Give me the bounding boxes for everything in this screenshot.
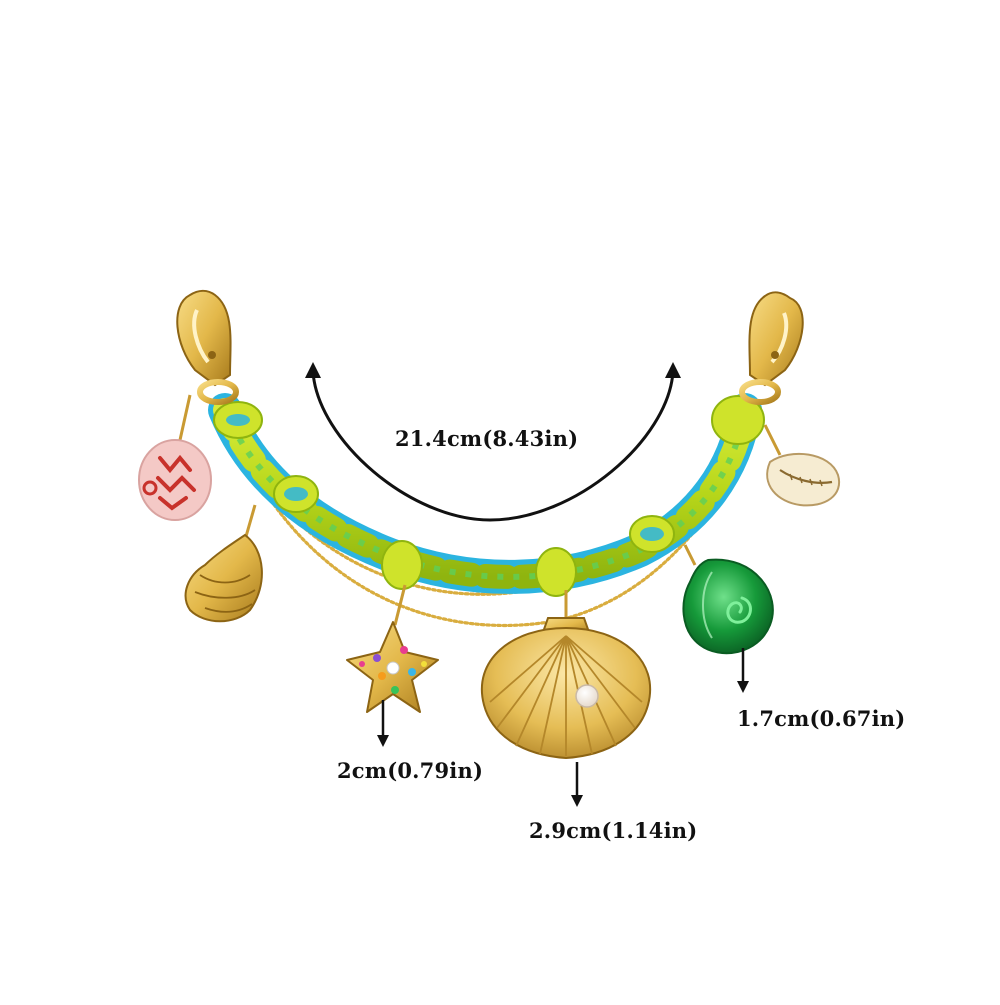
starfish-measurement-label: 2cm(0.79in) <box>337 758 484 783</box>
braided-rope <box>208 393 765 597</box>
pink-bead-charm <box>138 394 212 521</box>
left-clasp <box>176 289 239 405</box>
length-measurement-label: 21.4cm(8.43in) <box>395 426 579 451</box>
conch-shell-charm <box>184 504 263 623</box>
starfish-measure-arrow <box>377 700 389 747</box>
scallop-shell-charm <box>481 590 651 760</box>
starfish-charm <box>346 584 439 713</box>
pearl <box>575 684 599 708</box>
snail-shell-charm <box>682 544 774 655</box>
length-arc <box>305 362 681 522</box>
arc-arrowhead-left <box>305 362 321 378</box>
cowrie-shell-charm <box>763 424 841 507</box>
snail-measure-arrow <box>737 648 749 693</box>
arc-arrowhead-right <box>665 362 681 378</box>
right-clasp <box>739 291 804 405</box>
snail-measurement-label: 1.7cm(0.67in) <box>737 706 906 731</box>
scallop-measure-arrow <box>571 762 583 807</box>
scallop-measurement-label: 2.9cm(1.14in) <box>529 818 698 843</box>
